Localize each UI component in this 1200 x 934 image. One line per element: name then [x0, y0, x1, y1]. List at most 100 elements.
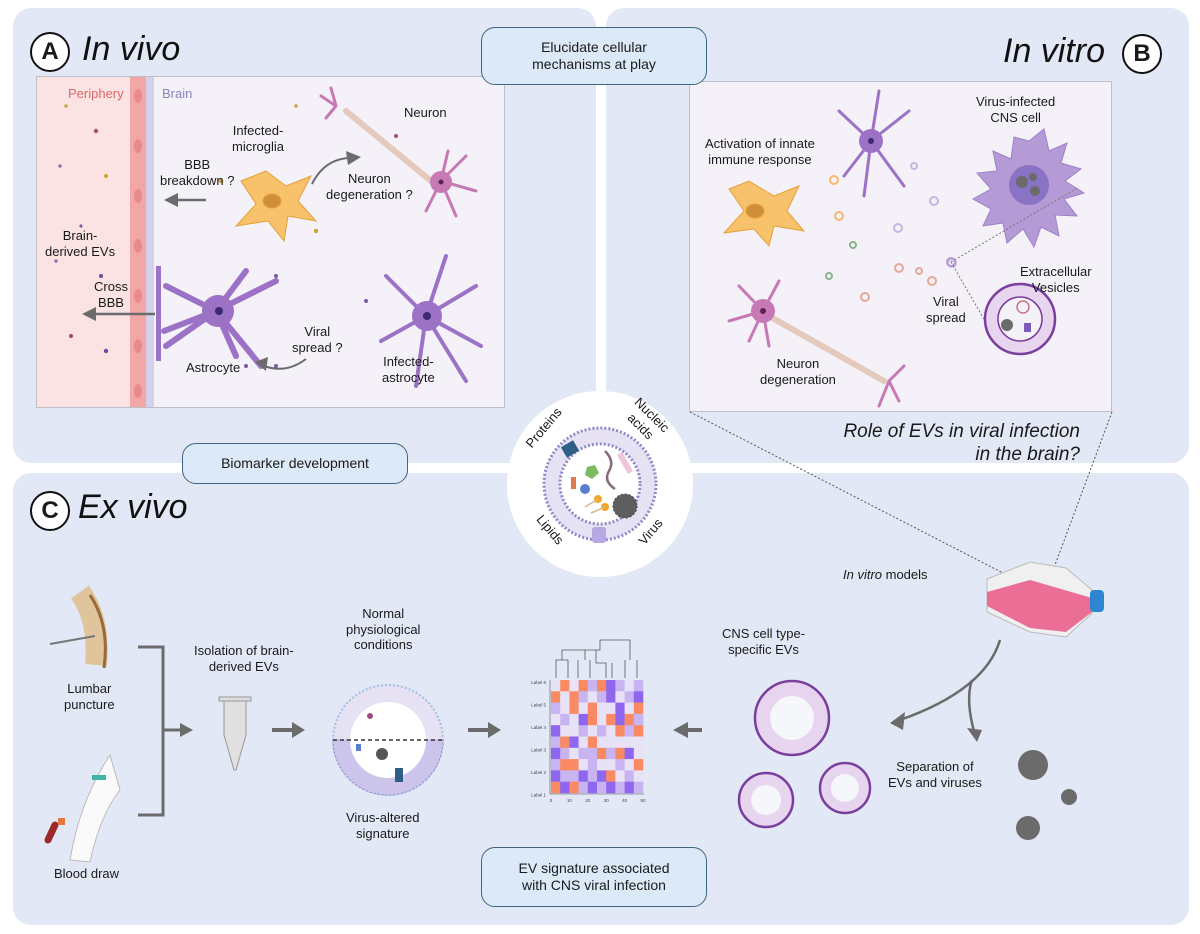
heatmap-cell — [560, 736, 570, 749]
heatmap-cell — [569, 747, 579, 760]
heatmap-cell — [560, 781, 570, 794]
heatmap-cell — [551, 680, 561, 692]
heatmap-cell — [633, 725, 644, 737]
label-brain: Brain — [162, 86, 193, 101]
culture-flask-icon — [986, 561, 1104, 638]
heatmap-cell — [624, 680, 635, 692]
label-neuron-degeneration-b: Neuron degeneration — [760, 356, 836, 387]
badge-c: C — [30, 491, 70, 531]
label-lumbar-puncture: Lumbar puncture — [64, 681, 115, 712]
heatmap-cell — [551, 747, 561, 760]
heatmap-cell — [633, 713, 644, 726]
heatmap-cell — [578, 691, 589, 703]
label-in-vitro-models: In vitro models — [843, 567, 928, 583]
heatmap-row-label: Label 3 — [531, 748, 546, 753]
heatmap-dendrogram — [555, 639, 638, 678]
label-astrocyte: Astrocyte — [186, 360, 241, 375]
heatmap-cell — [615, 759, 625, 771]
heatmap-cell — [587, 781, 598, 794]
split-vesicle-icon — [332, 684, 444, 796]
heatmap-cell — [615, 713, 625, 726]
heatmap-cell — [569, 702, 579, 715]
heatmap-cell — [569, 680, 579, 692]
heatmap-cell — [569, 781, 579, 794]
vesicle-dots — [825, 162, 957, 302]
label-neuron-degeneration: Neuron degeneration ? — [326, 171, 413, 202]
heatmap-cell — [569, 713, 579, 726]
ev-dots — [54, 104, 398, 368]
astrocyte-cell — [837, 89, 911, 198]
heatmap-cell — [615, 702, 625, 715]
heatmap-cell — [606, 747, 616, 760]
label-extracellular-vesicles: Extracellular Vesicles — [1020, 264, 1092, 295]
label-bbb-breakdown: BBB breakdown ? — [160, 157, 235, 188]
heatmap-cell — [587, 759, 598, 771]
heatmap-cell — [578, 759, 589, 771]
heatmap-row-label: Label 4 — [531, 725, 546, 730]
astrocyte-cell — [156, 266, 279, 369]
virus-glyph — [612, 493, 638, 519]
label-separation: Separation of EVs and viruses — [888, 759, 982, 790]
heatmap-row-label: Label 1 — [531, 793, 546, 798]
heatmap-cell — [578, 713, 589, 726]
label-in-vitro-italic: In vitro — [843, 567, 883, 582]
heatmap-cell — [569, 770, 579, 782]
heatmap-cell — [624, 702, 635, 715]
heatmap-row-label: Label 5 — [531, 703, 546, 708]
heatmap-cell — [624, 770, 635, 782]
heatmap-cell — [606, 736, 616, 749]
heatmap-cell — [597, 736, 607, 749]
cns-evs-icons — [737, 679, 872, 829]
heatmap-x-tick: 0 — [550, 798, 553, 803]
badge-b: B — [1122, 34, 1162, 74]
arm-blood-draw-icon — [44, 753, 121, 863]
heatmap-cell — [587, 702, 598, 715]
microglia-cell — [722, 180, 806, 248]
heatmap-cell — [578, 736, 589, 749]
heatmap-cell — [578, 725, 589, 737]
flow-arrows — [180, 722, 702, 738]
heatmap-cell — [560, 680, 570, 692]
heatmap-x-tick: 30 — [604, 798, 610, 803]
heatmap-cell — [633, 680, 644, 692]
label-isolation-evs: Isolation of brain- derived EVs — [194, 643, 294, 674]
label-infected-astrocyte: Infected- astrocyte — [382, 354, 435, 385]
heatmap-cell — [606, 691, 616, 703]
heatmap-cell — [597, 725, 607, 737]
heatmap-cell — [578, 747, 589, 760]
heatmap-cell — [587, 736, 598, 749]
in-vitro-illustration — [722, 89, 1086, 408]
heatmap-cell — [615, 747, 625, 760]
extracellular-vesicle — [983, 282, 1057, 356]
heatmap-cell — [624, 691, 635, 703]
heatmap-cell — [606, 759, 616, 771]
heatmap-cell — [624, 725, 635, 737]
label-models: models — [882, 567, 928, 582]
callout-elucidate: Elucidate cellular mechanisms at play — [481, 27, 707, 85]
heatmap-cell — [569, 759, 579, 771]
infected-astrocyte-cell — [379, 254, 483, 388]
heatmap-cell — [578, 702, 589, 715]
heatmap-cell — [633, 759, 644, 771]
virus-infected-cell — [971, 128, 1086, 249]
heatmap-cell — [606, 680, 616, 692]
heatmap-cell — [597, 747, 607, 760]
heatmap-cell — [551, 702, 561, 715]
heatmap-cell — [624, 713, 635, 726]
label-activation-innate: Activation of innate immune response — [705, 136, 815, 167]
heatmap-cell — [633, 770, 644, 782]
label-virus-infected-cell: Virus-infected CNS cell — [976, 94, 1056, 125]
heatmap-cell — [551, 691, 561, 703]
microglia-cell — [234, 170, 318, 243]
zoom-lines — [950, 186, 1080, 322]
label-viral-spread: Viral spread ? — [292, 324, 343, 355]
endothelial-cells — [130, 77, 154, 407]
heatmap-cell — [578, 781, 589, 794]
heatmap-cell — [624, 747, 635, 760]
heatmap-cell — [551, 770, 561, 782]
lipids-glyph — [584, 495, 609, 514]
